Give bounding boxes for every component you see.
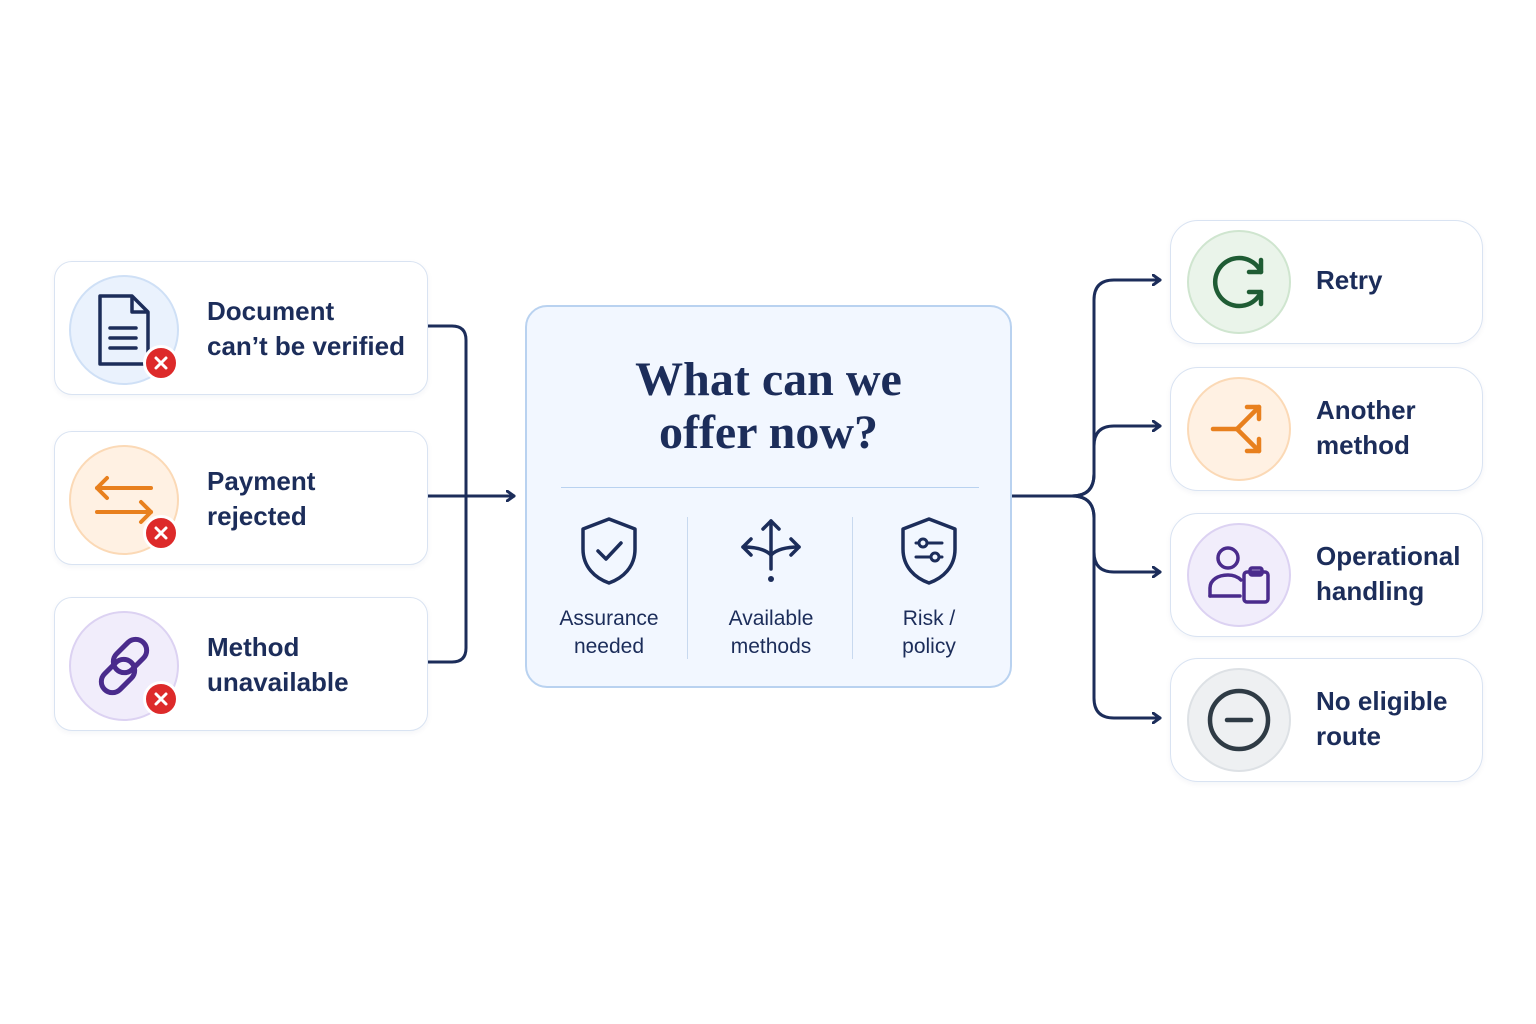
person-clipboard-icon-circle [1187,523,1291,627]
connector-another-method [1070,426,1162,498]
outcome-card-another-method: Another method [1170,367,1483,491]
factor-label: Risk / policy [902,607,956,658]
outcome-label: Retry [1316,265,1383,295]
connector-operational [1070,494,1162,572]
outcome-card-retry: Retry [1170,220,1483,344]
shield-sliders-icon [901,517,957,585]
connector-retry [1070,280,1162,498]
outcome-card-operational: Operational handling [1170,513,1483,637]
minus-circle-icon-circle [1187,668,1291,772]
factor-risk: Risk / policy [869,515,989,663]
retry-icon [1212,255,1264,309]
swap-arrows-icon [95,476,153,524]
factor-label: Available methods [728,607,814,658]
factor-separator [687,517,688,659]
decision-hub: What can we offer now? Assurance needed … [525,305,1012,688]
person-clipboard-icon [1208,546,1270,604]
error-x-icon [143,515,179,551]
outcome-label: No eligible route [1316,686,1448,751]
hub-title: What can we offer now? [635,353,902,459]
retry-icon-circle [1187,230,1291,334]
shield-check-icon [581,517,637,585]
error-x-icon [143,681,179,717]
connector-document [426,324,468,664]
error-x-icon [143,345,179,381]
input-card-payment: Payment rejected [54,431,428,565]
factor-label: Assurance needed [559,607,659,658]
factor-assurance: Assurance needed [549,515,669,663]
link-icon [98,636,150,696]
branching-arrows-icon [741,519,801,582]
hub-divider [561,487,979,488]
minus-circle-icon [1207,688,1271,752]
input-card-method: Method unavailable [54,597,428,731]
swap-arrows-icon-circle [69,445,179,555]
input-label: Payment rejected [207,466,316,531]
input-label: Document can’t be verified [207,296,405,361]
outcome-label: Operational handling [1316,541,1461,606]
outcome-label: Another method [1316,395,1416,460]
factor-separator [852,517,853,659]
fork-arrow-icon-circle [1187,377,1291,481]
document-icon [98,294,150,366]
fork-arrow-icon [1210,404,1262,454]
connector-no-route [1070,494,1162,718]
input-label: Method unavailable [207,632,349,697]
factor-methods: Available methods [711,515,831,663]
outcome-card-no-route: No eligible route [1170,658,1483,782]
input-card-document: Document can’t be verified [54,261,428,395]
